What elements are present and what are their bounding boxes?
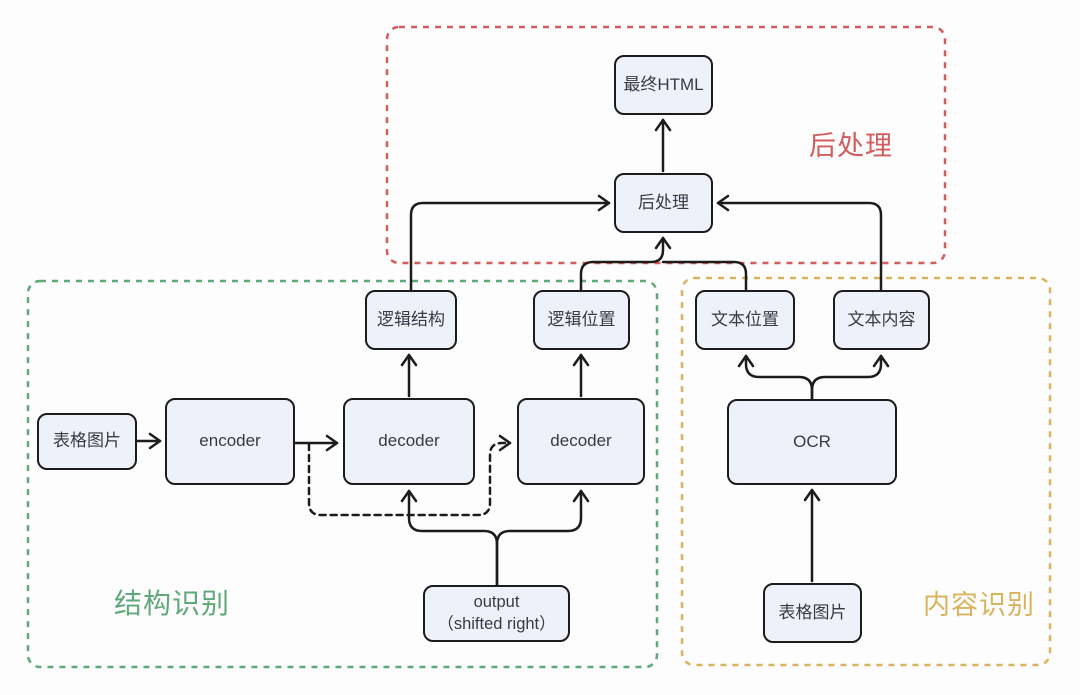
node-ocr: OCR xyxy=(727,399,897,485)
region-label-structure-recognition: 结构识别 xyxy=(114,588,231,619)
node-text-position: 文本位置 xyxy=(695,290,795,350)
arrow-output-to-decoder2 xyxy=(495,489,590,587)
node-logic-position: 逻辑位置 xyxy=(533,290,630,350)
node-decoder-1-label: decoder xyxy=(378,431,440,451)
node-text-content-label: 文本内容 xyxy=(847,309,916,329)
region-postprocess-outline xyxy=(385,25,947,265)
arrow-ocr-to-text-position xyxy=(737,354,814,401)
node-table-image-right-label: 表格图片 xyxy=(778,602,847,622)
region-content-outline xyxy=(680,276,1052,667)
node-output-line1: output xyxy=(473,593,520,612)
node-decoder-1: decoder xyxy=(343,398,475,485)
node-output-shifted-right: output （shifted right） xyxy=(423,585,570,642)
region-label-content-recognition: 内容识别 xyxy=(923,590,1035,620)
node-encoder: encoder xyxy=(165,398,295,485)
arrow-logic-position-merge-to-postprocess xyxy=(579,236,672,292)
node-text-content: 文本内容 xyxy=(833,290,930,350)
node-logic-position-label: 逻辑位置 xyxy=(547,309,616,329)
node-logic-structure-label: 逻辑结构 xyxy=(377,309,445,329)
region-structure-outline xyxy=(26,279,659,669)
node-postprocess: 后处理 xyxy=(614,173,713,233)
node-final-html: 最终HTML xyxy=(614,55,713,115)
node-final-html-label: 最终HTML xyxy=(623,74,704,94)
arrow-text-content-to-postprocess xyxy=(716,194,883,292)
arrow-logic-structure-to-postprocess xyxy=(409,194,611,292)
node-table-image-left: 表格图片 xyxy=(37,413,137,470)
node-logic-structure: 逻辑结构 xyxy=(365,290,457,350)
arrow-ocr-to-text-content xyxy=(810,354,890,401)
node-ocr-label: OCR xyxy=(793,431,831,451)
node-output-line2: （shifted right） xyxy=(437,614,556,633)
node-decoder-2-label: decoder xyxy=(550,431,612,451)
node-table-image-right: 表格图片 xyxy=(763,583,862,643)
region-label-postprocess: 后处理 xyxy=(809,131,893,161)
node-postprocess-label: 后处理 xyxy=(638,192,689,212)
node-table-image-left-label: 表格图片 xyxy=(53,431,121,451)
arrow-text-position-merge-branch xyxy=(661,260,748,292)
arrow-dashed-encoder-to-decoder2 xyxy=(307,434,512,517)
arrow-output-to-decoder1 xyxy=(400,489,499,587)
node-encoder-label: encoder xyxy=(199,431,261,451)
node-text-position-label: 文本位置 xyxy=(711,309,779,329)
node-decoder-2: decoder xyxy=(517,398,645,485)
